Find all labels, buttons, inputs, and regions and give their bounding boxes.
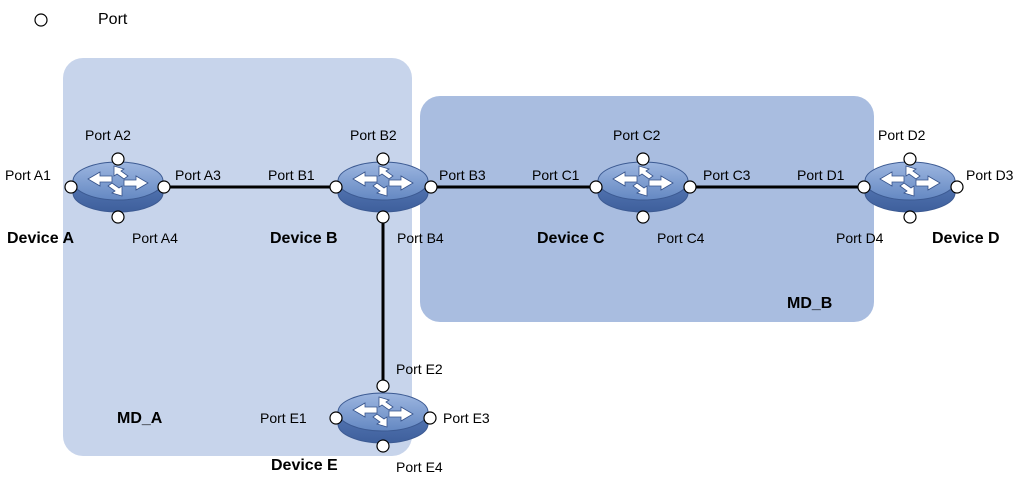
port-label-e2: Port E2 [396,361,443,377]
port-label-b1: Port B1 [268,167,315,183]
domain-label-md-a: MD_A [117,410,163,427]
router-icon-device-a[interactable] [72,161,164,213]
port-circle-b1[interactable] [329,180,343,194]
port-label-c4: Port C4 [657,230,705,246]
device-label-a: Device A [7,230,74,247]
port-circle-e2[interactable] [376,379,390,393]
port-label-e4: Port E4 [396,459,443,475]
device-label-b: Device B [270,230,338,247]
device-label-c: Device C [537,230,605,247]
port-label-e1: Port E1 [260,410,307,426]
port-label-a4: Port A4 [132,230,178,246]
links [164,185,864,384]
port-circle-a1[interactable] [64,180,78,194]
port-label-b4: Port B4 [397,230,444,246]
port-label-d4: Port D4 [836,230,884,246]
port-label-a1: Port A1 [5,167,51,183]
port-circle-d1[interactable] [857,180,871,194]
port-label-c1: Port C1 [532,167,580,183]
port-label-d2: Port D2 [878,127,926,143]
port-circle-b3[interactable] [424,180,438,194]
port-label-c2: Port C2 [613,127,661,143]
port-circle-d4[interactable] [903,210,917,224]
port-circle-d3[interactable] [950,180,964,194]
port-circle-e4[interactable] [376,439,390,453]
router-icon-device-b[interactable] [337,161,429,213]
domain-label-md-b: MD_B [787,295,832,312]
router-icon-device-c[interactable] [597,161,689,213]
port-label-b2: Port B2 [350,127,397,143]
port-label-e3: Port E3 [443,410,490,426]
port-circle-e3[interactable] [423,411,437,425]
port-label-d3: Port D3 [966,167,1014,183]
port-label-b3: Port B3 [439,167,486,183]
port-label-d1: Port D1 [797,167,845,183]
port-circle-c1[interactable] [589,180,603,194]
port-label-a3: Port A3 [175,167,221,183]
port-label-c3: Port C3 [703,167,751,183]
port-circle-e1[interactable] [329,411,343,425]
legend-label: Port [98,11,128,28]
router-icon-device-e[interactable] [337,392,429,444]
port-circle-a2[interactable] [111,152,125,166]
port-circle-a3[interactable] [157,180,171,194]
router-icon-device-d[interactable] [864,161,956,213]
device-label-d: Device D [932,230,1000,247]
port-circle-b4[interactable] [376,210,390,224]
md-a-domain [63,58,412,456]
port-circle-a4[interactable] [111,210,125,224]
port-legend-icon [34,13,48,27]
port-circle-c4[interactable] [636,210,650,224]
port-circle-b2[interactable] [376,152,390,166]
port-circle-d2[interactable] [903,152,917,166]
port-circle-c3[interactable] [683,180,697,194]
port-label-a2: Port A2 [85,127,131,143]
port-circle-c2[interactable] [636,152,650,166]
device-label-e: Device E [271,457,338,474]
